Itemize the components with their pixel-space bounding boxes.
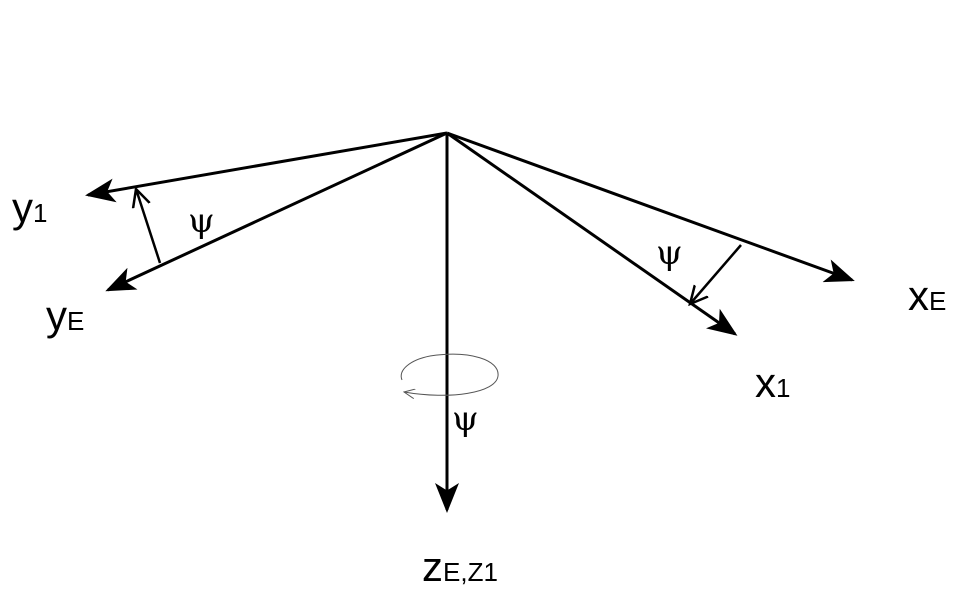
y1-axis bbox=[85, 131, 448, 203]
x1-label: x1 bbox=[755, 359, 790, 406]
x-angle-arrow bbox=[690, 244, 742, 304]
rotation-arrow-back bbox=[400, 355, 431, 381]
rotation-arrow bbox=[404, 353, 499, 395]
x1-axis bbox=[446, 131, 738, 336]
xe-label: xE bbox=[908, 272, 946, 319]
z-label: zE,Z1 bbox=[422, 543, 498, 590]
psi-y-label: ψ bbox=[188, 201, 215, 241]
xe-axis bbox=[446, 131, 855, 283]
ye-label: yE bbox=[46, 292, 84, 339]
ye-axis bbox=[105, 131, 448, 292]
y-angle-arrow bbox=[136, 189, 162, 264]
psi-z-label: ψ bbox=[452, 399, 479, 439]
psi-x-label: ψ bbox=[656, 233, 683, 273]
y1-label: y1 bbox=[12, 184, 47, 231]
